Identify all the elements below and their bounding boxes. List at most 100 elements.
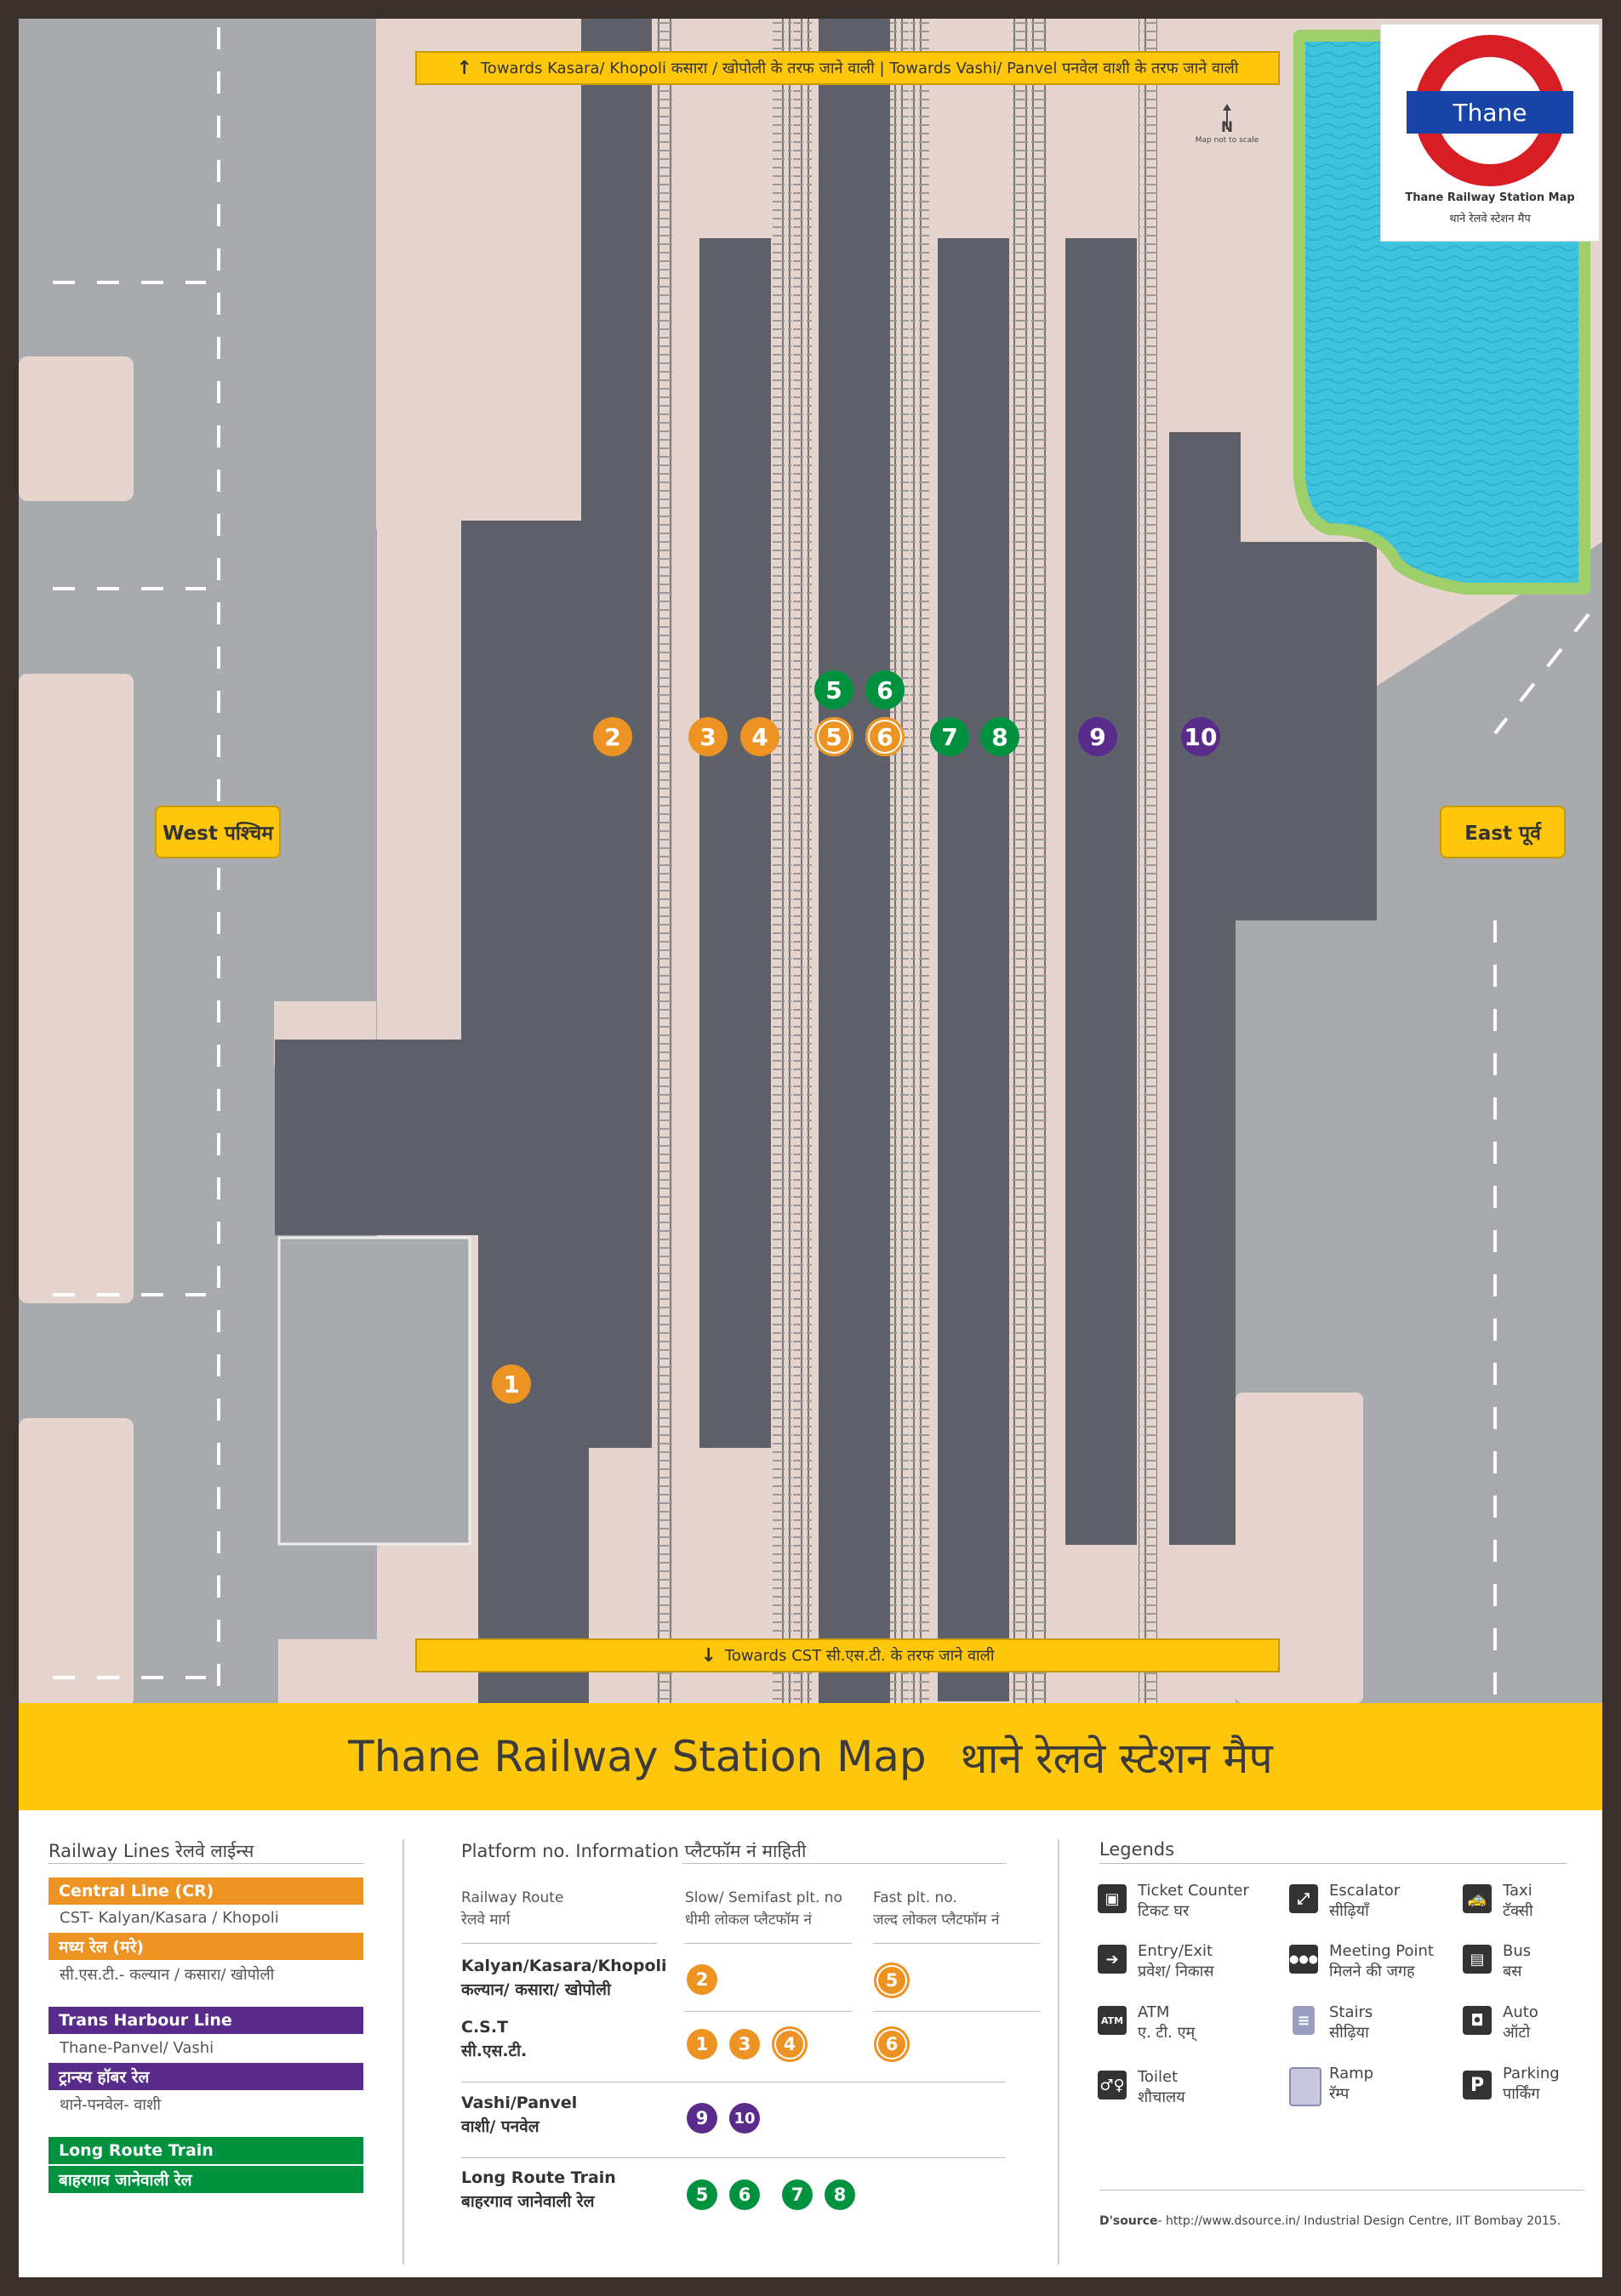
- east-building: [1241, 542, 1377, 920]
- divider: [1099, 2190, 1584, 2191]
- east-block: [1236, 1393, 1363, 1703]
- platform-marker-6-long: 6: [865, 670, 905, 709]
- col-route-header: Railway Route रेलवे मार्ग: [461, 1889, 564, 1929]
- atm-icon: ATM: [1098, 2006, 1127, 2035]
- platform-badge: 5: [874, 1963, 910, 1998]
- divider: [402, 1839, 404, 2265]
- west-label: West पश्चिम: [155, 806, 281, 858]
- auto-icon: ◘: [1463, 2006, 1492, 2035]
- harbour-line-bar-hi: ट्रान्स्य हॉबर रेल: [49, 2063, 363, 2090]
- map-frame: ↑ Towards Kasara/ Khopoli कसारा / खोपोली…: [19, 19, 1602, 2277]
- escalator-icon: ⤢: [1289, 1884, 1318, 1913]
- west-building: [275, 1040, 479, 1235]
- logo-station-name: Thane: [1407, 91, 1573, 134]
- title-hi: थाने रेलवे स्टेशन मैप: [960, 1734, 1273, 1783]
- parking-icon: P: [1463, 2071, 1492, 2099]
- footer-text: - http://www.dsource.in/ Industrial Desi…: [1157, 2214, 1561, 2228]
- platform-marker-5-long: 5: [814, 670, 853, 709]
- platform-badge: 6: [729, 2179, 760, 2210]
- route-long: Long Route Train बाहरगाव जानेवाली रेल: [461, 2168, 616, 2211]
- arrow-down-icon: ↓: [700, 1644, 716, 1666]
- divider: [461, 1943, 657, 1944]
- central-line-bar: Central Line (CR): [49, 1877, 363, 1905]
- platform-marker-10: 10: [1181, 717, 1220, 756]
- divider: [873, 2011, 1040, 2012]
- title-en: Thane Railway Station Map: [348, 1732, 927, 1781]
- central-line-bar-hi: मध्य रेल (मरे): [49, 1933, 363, 1960]
- platforms: [478, 19, 1241, 1703]
- divider: [873, 1943, 1040, 1944]
- stairs-icon: ≡: [1293, 2006, 1315, 2035]
- arrow-up-icon: ↑: [456, 57, 472, 79]
- divider: [685, 1943, 852, 1944]
- platform-badge: 6: [874, 2026, 910, 2062]
- platform-badge: 3: [729, 2029, 760, 2060]
- legends-heading: Legends: [1099, 1839, 1175, 1860]
- col-slow-header: Slow/ Semifast plt. no धीमी लोकल प्लैटफॉ…: [685, 1889, 842, 1929]
- meeting-point-icon: ●●●: [1289, 1945, 1318, 1974]
- parking-lot: [277, 1236, 471, 1546]
- platform-badge: 1: [687, 2029, 717, 2060]
- north-letter: N: [1220, 119, 1234, 136]
- platform-marker-1: 1: [492, 1364, 531, 1404]
- platform-marker-8: 8: [980, 717, 1019, 756]
- footer-credit: D'source- http://www.dsource.in/ Industr…: [1099, 2214, 1561, 2228]
- platform-badge: 5: [687, 2179, 717, 2210]
- entry-exit-icon: ➔: [1098, 1945, 1127, 1974]
- north-arrow: [1223, 104, 1231, 129]
- station-map: [19, 19, 1602, 1703]
- central-line-sub-hi: सी.एस.टी.- कल्यान / कसारा/ खोपोली: [60, 1966, 275, 1984]
- ticket-counter-icon: ▣: [1098, 1884, 1127, 1913]
- divider: [682, 1863, 1006, 1864]
- route-kalyan: Kalyan/Kasara/Khopoli कल्यान/ कसारा/ खोप…: [461, 1957, 667, 1999]
- north-indicator: N Map not to scale: [1176, 100, 1278, 145]
- platform-badge: 7: [782, 2179, 813, 2210]
- platform-marker-7: 7: [930, 717, 969, 756]
- direction-banner-south: ↓ Towards CST सी.एस.टी. के तरफ जाने वाली: [415, 1638, 1280, 1672]
- long-route-bar: Long Route Train: [49, 2137, 363, 2164]
- platform-badge: 4: [772, 2026, 808, 2062]
- divider: [1058, 1839, 1059, 2265]
- east-label: East पूर्व: [1440, 806, 1566, 858]
- toilet-icon: ♂♀: [1098, 2071, 1127, 2099]
- west-block: [19, 674, 134, 1303]
- platform-marker-5-slow: 5: [814, 717, 853, 756]
- taxi-icon: 🚕: [1463, 1884, 1492, 1913]
- railway-lines-heading: Railway Lines रेलवे लाईन्स: [49, 1841, 254, 1861]
- platform-marker-2: 2: [593, 717, 632, 756]
- central-line-sub: CST- Kalyan/Kasara / Khopoli: [60, 1909, 279, 1927]
- west-plaza: [376, 19, 461, 529]
- footer-brand: D'source: [1099, 2214, 1158, 2228]
- logo-title-hi: थाने रेलवे स्टेशन मैप: [1449, 213, 1531, 225]
- platform-marker-4: 4: [740, 717, 779, 756]
- west-block: [19, 1418, 134, 1703]
- platform-info-heading: Platform no. Information प्लैटफॉम नं माह…: [461, 1841, 807, 1861]
- platform-badge: 9: [687, 2103, 717, 2134]
- harbour-line-bar: Trans Harbour Line: [49, 2007, 363, 2034]
- station-logo-card: Thane Thane Railway Station Map थाने रेल…: [1380, 24, 1600, 242]
- platform-badge: 8: [825, 2179, 855, 2210]
- long-route-bar-hi: बाहरगाव जानेवाली रेल: [49, 2166, 363, 2193]
- direction-banner-north: ↑ Towards Kasara/ Khopoli कसारा / खोपोली…: [415, 51, 1280, 85]
- divider: [1099, 1863, 1567, 1864]
- divider: [49, 1863, 363, 1864]
- platform-marker-3: 3: [688, 717, 728, 756]
- scale-note: Map not to scale: [1195, 136, 1259, 145]
- divider: [461, 2157, 1006, 2158]
- route-cst: C.S.T सी.एस.टी.: [461, 2018, 528, 2060]
- platform-badge: 10: [729, 2103, 760, 2134]
- harbour-line-sub: Thane-Panvel/ Vashi: [60, 2039, 214, 2057]
- logo-title-en: Thane Railway Station Map: [1405, 191, 1575, 204]
- harbour-line-sub-hi: थाने-पनवेल- वाशी: [60, 2096, 161, 2114]
